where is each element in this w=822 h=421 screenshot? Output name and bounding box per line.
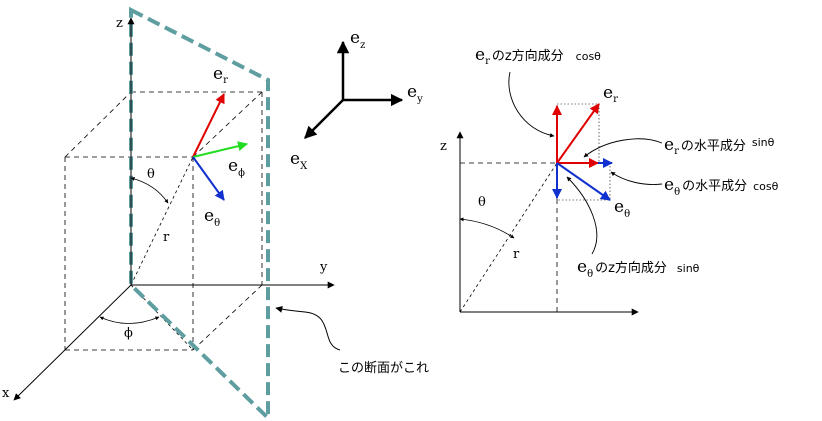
- e-r-label: er: [213, 64, 228, 86]
- section-er-vector: [556, 103, 600, 164]
- caption-pointer: [275, 305, 341, 351]
- section-z-label: z: [440, 139, 447, 154]
- phi-label: ϕ: [124, 326, 133, 341]
- section-theta-arc: [459, 217, 515, 239]
- basis-ex-arrow: [304, 99, 344, 139]
- figure-3d: z y x θ r ϕ er eϕ eθ: [2, 6, 335, 421]
- x-axis: [13, 284, 132, 401]
- pointer-er-h: [583, 138, 663, 158]
- section-theta-label: θ: [478, 195, 486, 210]
- section-etheta-label: eθ: [614, 197, 630, 220]
- section-er-label: er: [603, 83, 618, 105]
- dashed-box: [64, 91, 263, 351]
- e-theta-label: eθ: [204, 206, 220, 229]
- z-axis-label: z: [116, 16, 123, 31]
- e-r-vector: [192, 93, 225, 158]
- caption-label: この断面がこれ: [338, 361, 429, 376]
- e-phi-vector: [192, 141, 248, 158]
- theta-label: θ: [147, 167, 155, 182]
- basis-triad: ez ey eX: [290, 28, 423, 172]
- basis-ey-label: ey: [407, 82, 423, 105]
- basis-ex-label: eX: [290, 149, 308, 172]
- section-r-label: r: [513, 247, 520, 262]
- phi-arc: [99, 316, 160, 324]
- pointer-er-z: [508, 71, 555, 138]
- pointer-et-h: [610, 171, 663, 185]
- section-guides: [460, 162, 558, 312]
- cross-section-plane: [129, 6, 270, 421]
- y-axis-label: y: [319, 260, 328, 275]
- section-r-line: [459, 162, 558, 313]
- r-label: r: [163, 230, 170, 245]
- x-axis-label: x: [2, 386, 10, 401]
- e-theta-vector: [192, 156, 225, 201]
- basis-ez-label: ez: [350, 28, 365, 51]
- section-etheta-vector: [556, 162, 611, 201]
- theta-arc: [130, 176, 169, 204]
- e-phi-label: eϕ: [228, 156, 245, 179]
- caption-group: この断面がこれ: [275, 305, 429, 376]
- pointer-et-z: [566, 176, 598, 255]
- r-line: [130, 156, 194, 286]
